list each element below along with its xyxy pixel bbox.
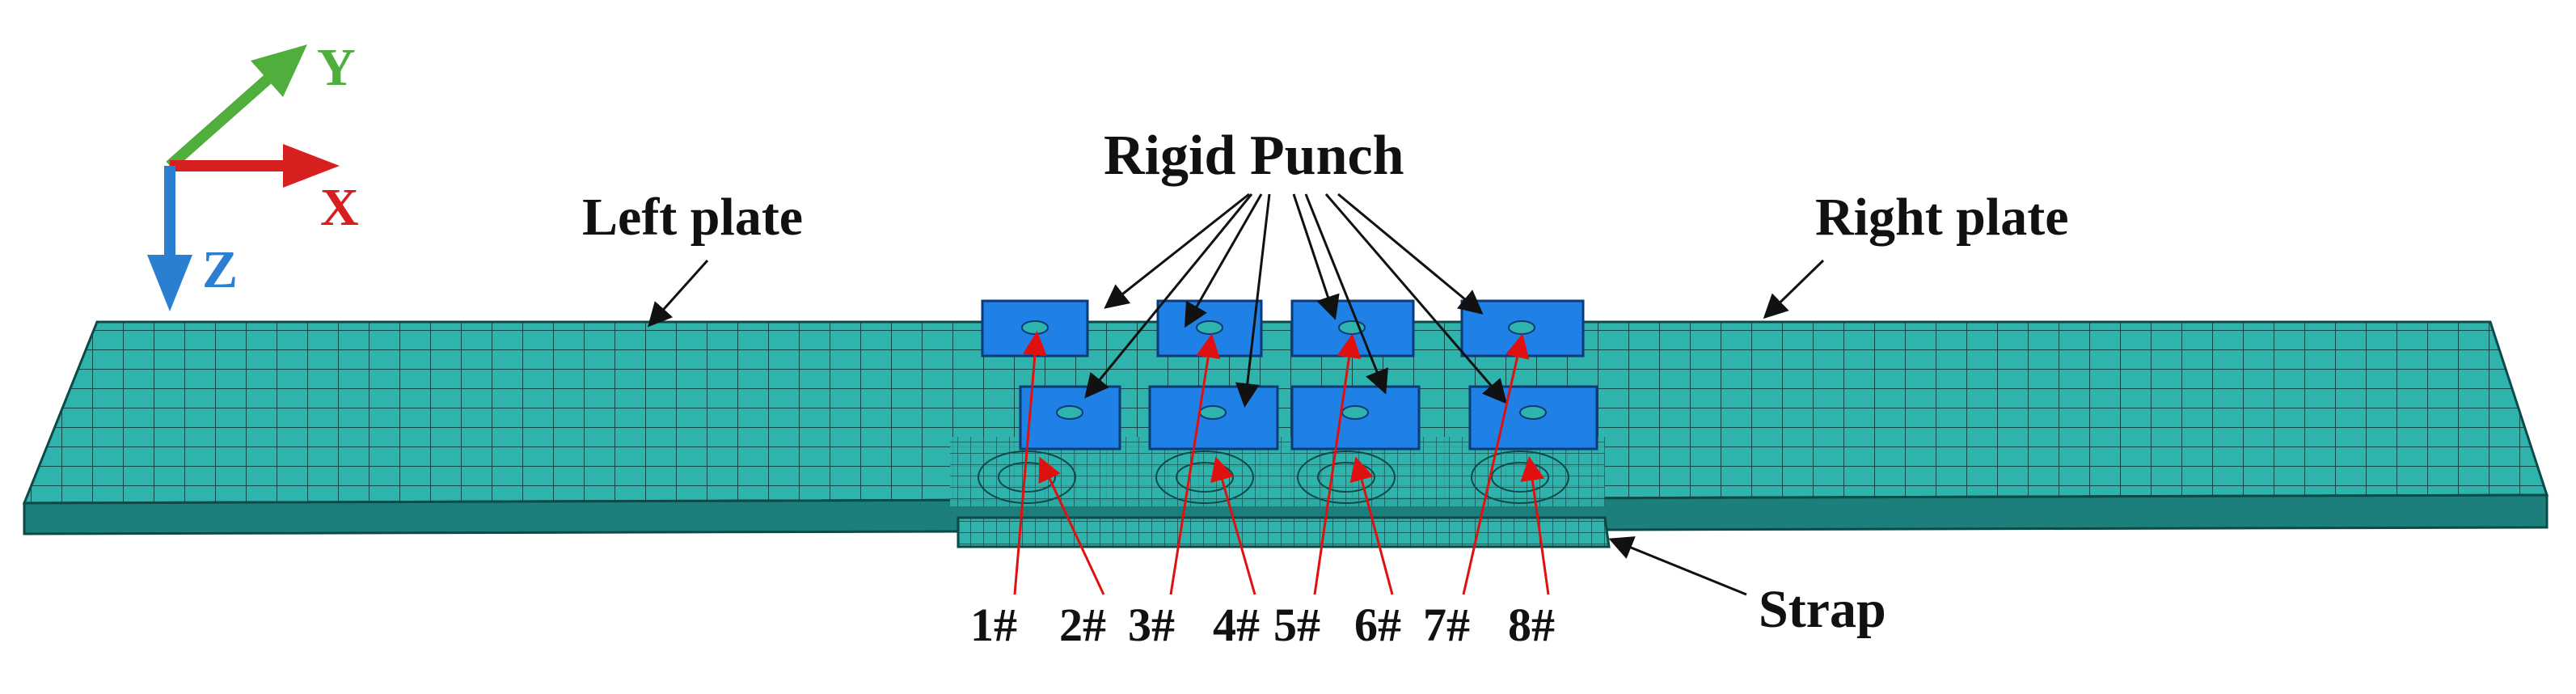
pointer-8	[1520, 456, 1550, 595]
axis-y-arrow	[166, 68, 279, 171]
point-label-8: 8#	[1508, 599, 1555, 651]
point-label-4: 4#	[1213, 599, 1260, 651]
plate-assembly	[22, 320, 2549, 548]
punch-leader-3	[1185, 193, 1263, 328]
point-label-5: 5#	[1273, 599, 1320, 651]
pointer-4	[1210, 456, 1256, 595]
punch-leader-4	[1235, 193, 1271, 408]
plate-front-edge	[23, 493, 2549, 535]
pointer-1	[1013, 331, 1047, 595]
coordinate-triad: Y X Z	[147, 38, 359, 311]
pointer-5	[1313, 333, 1362, 595]
rigid-punch-label: Rigid Punch	[1104, 125, 1404, 187]
axis-y-arrowhead	[251, 44, 307, 97]
strap-label: Strap	[1759, 580, 1886, 639]
rivet-pointers	[1013, 331, 1550, 595]
label-leaders	[647, 193, 1825, 596]
axis-z-arrowhead	[147, 255, 192, 311]
pointer-3	[1169, 333, 1221, 595]
rigid-punches	[981, 299, 1598, 451]
punch-8	[1468, 385, 1598, 451]
point-label-1: 1#	[970, 599, 1017, 651]
punch-leader-6	[1304, 193, 1388, 395]
axis-y-label: Y	[317, 38, 356, 97]
rivet-point-labels: 1# 2# 3# 4# 5# 6# 7# 8#	[970, 599, 1555, 651]
point-label-7: 7#	[1423, 599, 1470, 651]
punch-leader-8	[1337, 193, 1484, 315]
pointer-2	[1038, 456, 1105, 595]
strap-leader	[1608, 536, 1747, 596]
punch-2	[1019, 385, 1121, 451]
strap	[956, 516, 1611, 548]
punch-leader-7	[1324, 193, 1507, 404]
punch-leader-1	[1104, 193, 1250, 309]
axis-x-label: X	[320, 178, 359, 237]
punch-6	[1290, 385, 1421, 451]
punch-4	[1148, 385, 1279, 451]
point-label-6: 6#	[1354, 599, 1401, 651]
right-plate-label: Right plate	[1815, 188, 2069, 247]
axis-x-arrowhead	[283, 144, 340, 188]
point-label-3: 3#	[1128, 599, 1175, 651]
point-label-2: 2#	[1059, 599, 1106, 651]
punch-leader-5	[1292, 193, 1340, 320]
left-plate-label: Left plate	[582, 188, 803, 247]
pointer-7	[1462, 333, 1530, 595]
axis-z-label: Z	[202, 240, 238, 299]
right-plate-leader	[1763, 259, 1825, 319]
pointer-6	[1349, 456, 1394, 595]
punch-leader-2	[1084, 193, 1253, 399]
left-plate-leader	[647, 259, 709, 328]
punch-7	[1460, 299, 1585, 358]
